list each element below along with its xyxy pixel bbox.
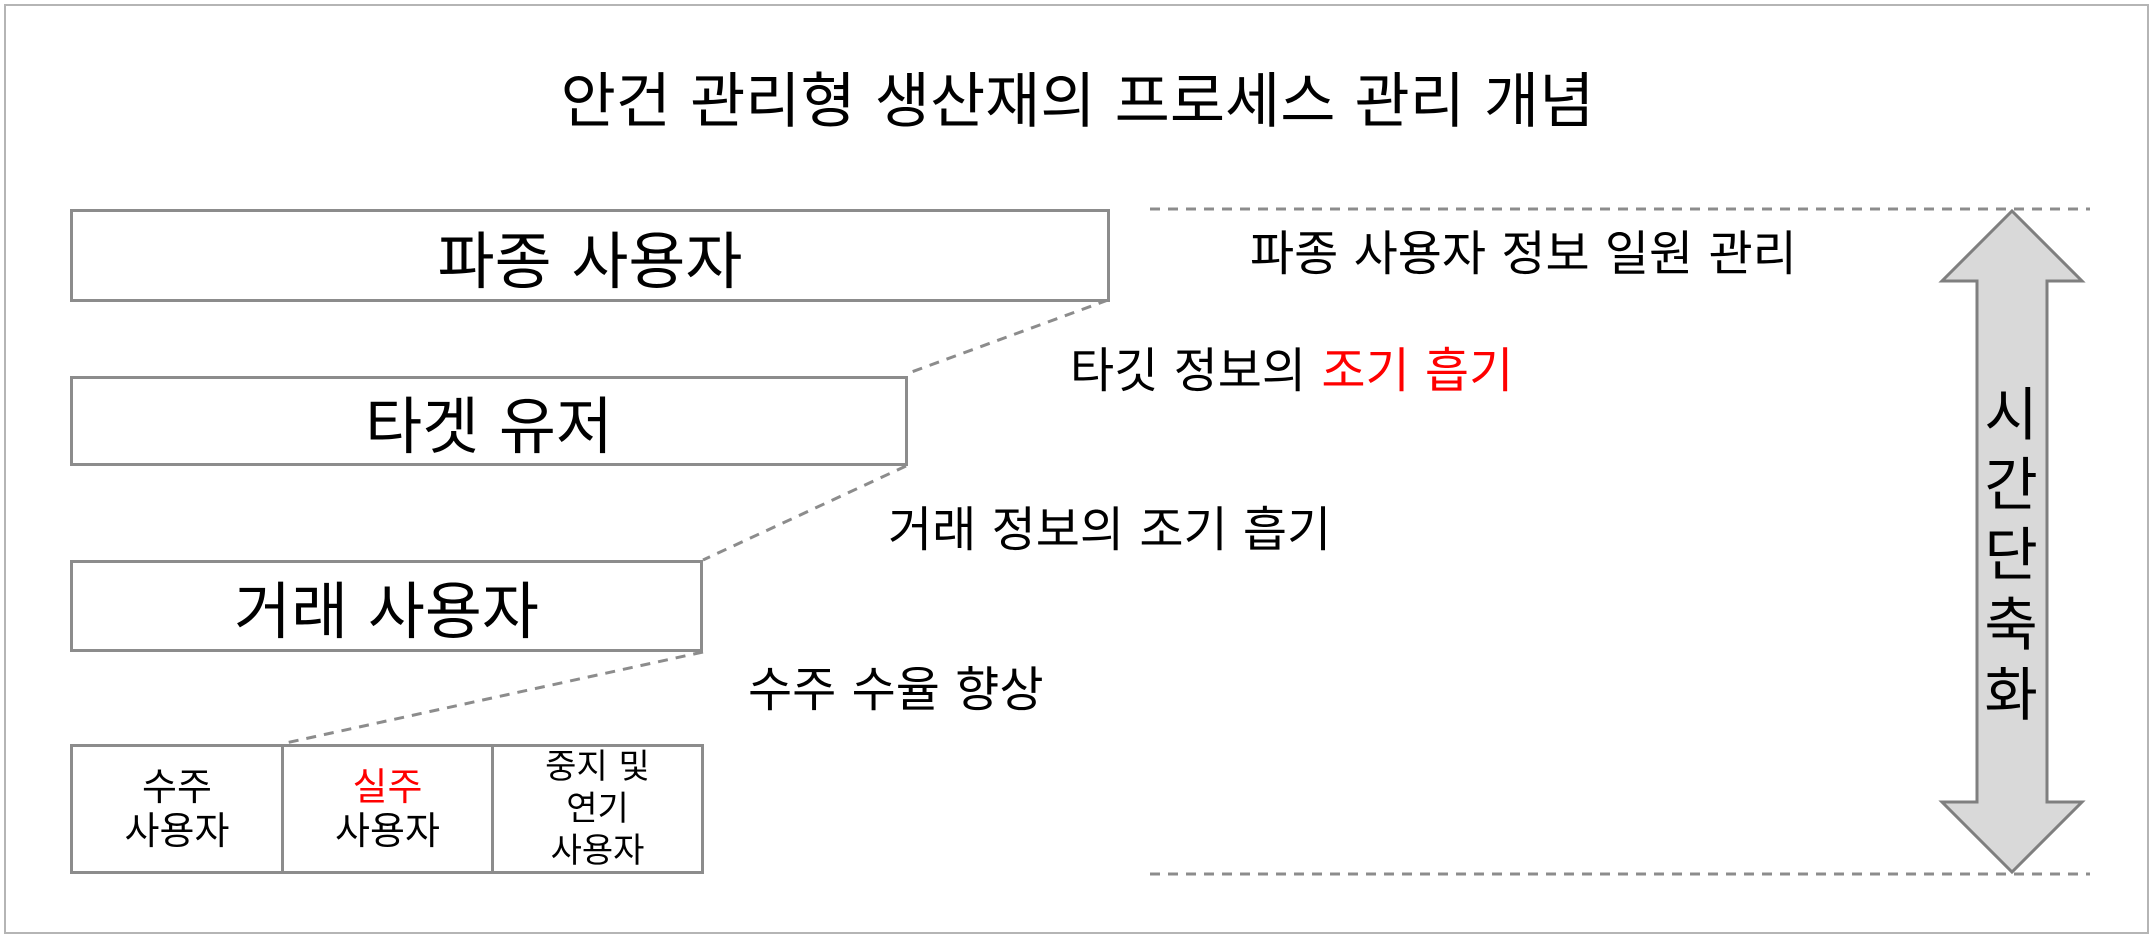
desc-seed-info: 파종 사용자 정보 일원 관리 [1250,226,1797,282]
desc-order-yield: 수주 수율 향상 [748,662,1044,718]
diagram-title: 안건 관리형 생산재의 프로세스 관리 개념 [560,67,1595,137]
seed-user-label: 파종 사용자 [437,224,743,298]
order-won-user-cell: 수주 사용자 [70,744,284,874]
target-user-label: 타겟 유저 [365,390,613,463]
time-reduction-label: 시 간 단 축 화 [1976,380,2046,730]
desc-target-prefix: 타깃 정보의 [1070,343,1322,399]
cell-line: 중지 및 [545,747,650,787]
axis-char: 축 [1984,591,2038,659]
seed-user-bar: 파종 사용자 [70,209,1110,302]
diagram-frame [4,4,2149,934]
suspended-user-cell: 중지 및 연기 사용자 [491,744,704,874]
desc-trade-info: 거래 정보의 조기 흡기 [888,502,1332,558]
cell-line: 사용자 [124,809,230,853]
cell-line: 사용자 [335,809,440,853]
connector-line-2 [702,464,907,562]
cell-line: 사용자 [550,831,645,871]
desc-target-highlight: 조기 흡기 [1321,343,1514,399]
axis-char: 단 [1984,521,2038,589]
order-lost-user-cell: 실주 사용자 [281,744,494,874]
cell-line-highlight: 실주 [352,765,423,809]
axis-char: 시 [1984,381,2038,449]
axis-char: 화 [1984,661,2038,729]
desc-target-info: 타깃 정보의 조기 흡기 [1070,341,1513,401]
connector-line-3 [280,650,704,746]
target-user-bar: 타겟 유저 [70,376,908,466]
cell-line: 수주 [142,765,212,809]
double-arrow-icon [1938,208,2086,875]
axis-char: 간 [1984,451,2038,519]
trade-user-bar: 거래 사용자 [70,560,703,652]
trade-user-label: 거래 사용자 [234,575,539,648]
cell-line: 연기 [566,789,629,829]
